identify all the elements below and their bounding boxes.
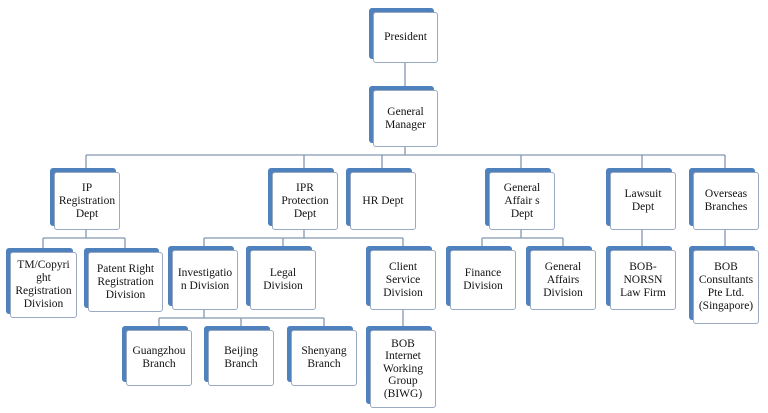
node-bob-norsn-law-firm: BOB- NORSN Law Firm [610,250,676,310]
node-patent-right-division: Patent Right Registration Division [88,252,163,312]
node-general-affairs-dept: General Affair s Dept [489,172,555,230]
node-general-affairs-division: General Affairs Division [530,250,596,310]
node-overseas-branches: Overseas Branches [693,172,759,230]
node-beijing-branch: Beijing Branch [208,330,274,386]
node-guangzhou-branch: Guangzhou Branch [126,330,192,386]
node-client-service-division: Client Service Division [370,250,436,310]
node-ip-registration-dept: IP Registration Dept [54,172,120,230]
node-shenyang-branch: Shenyang Branch [291,330,357,386]
node-hr-dept: HR Dept [350,172,416,230]
node-biwg: BOB Internet Working Group (BIWG) [370,330,436,408]
node-tm-copyright-division: TM/Copyri ght Registration Division [10,252,77,318]
node-bob-consultants: BOB Consultants Pte Ltd. (Singapore) [693,250,759,324]
node-investigation-division: Investigatio n Division [172,250,238,310]
node-general-manager: General Manager [373,90,438,147]
node-lawsuit-dept: Lawsuit Dept [610,172,676,230]
node-finance-division: Finance Division [450,250,516,310]
node-legal-division: Legal Division [250,250,316,310]
node-ipr-protection-dept: IPR Protection Dept [272,172,338,230]
node-president: President [373,12,438,63]
